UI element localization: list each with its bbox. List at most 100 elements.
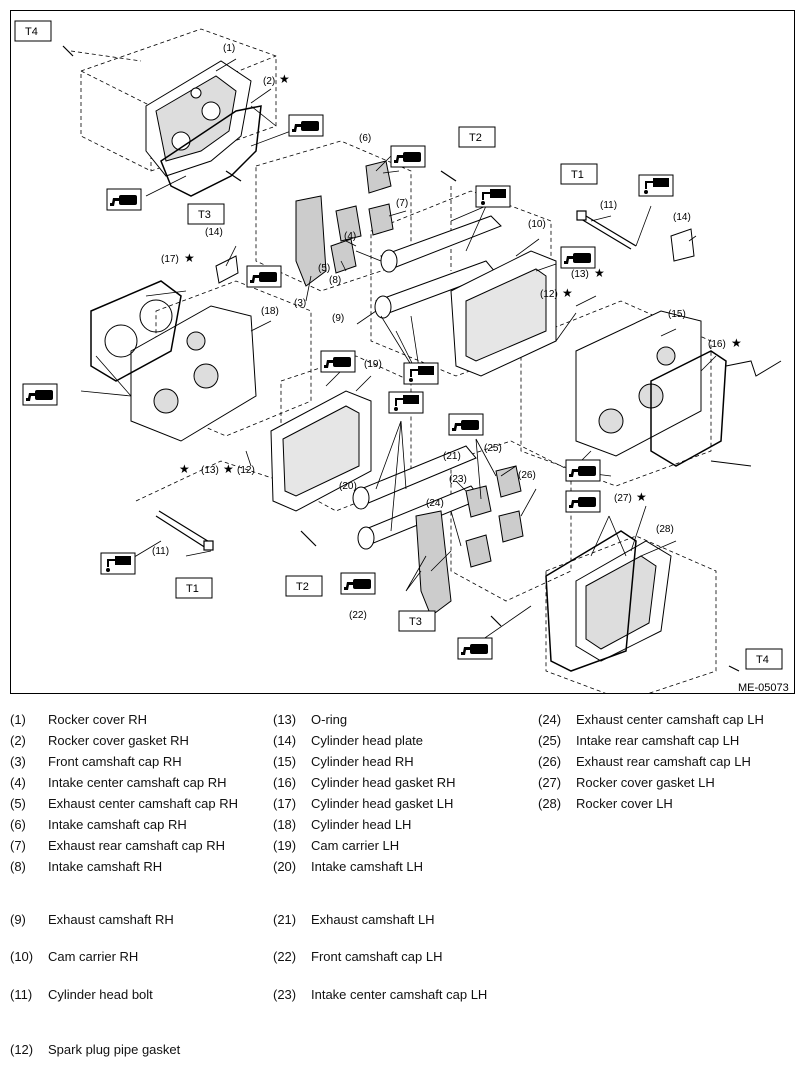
star-mark: ★ — [594, 266, 605, 280]
callout-11: (11) — [152, 546, 169, 557]
rocker-gasket-rh — [160, 105, 262, 197]
legend-text: Exhaust center camshaft cap LH — [576, 712, 764, 727]
edge-lines — [710, 360, 782, 467]
callout-19: (19) — [364, 359, 382, 370]
torque-label-t4: T4 — [756, 654, 769, 666]
legend-number: (18) — [273, 817, 297, 832]
legend-text: Intake center camshaft cap LH — [311, 987, 488, 1002]
callout-20: (20) — [339, 481, 357, 492]
rocker-gasket-lh — [545, 530, 637, 672]
oil-dropper-icon — [403, 362, 439, 385]
callout-24: (24) — [426, 498, 444, 509]
legend-number: (16) — [273, 775, 297, 790]
cylinder-head-gasket-rh — [650, 350, 727, 467]
callout-21: (21) — [443, 451, 461, 462]
legend-text: Exhaust camshaft RH — [48, 912, 174, 927]
legend-text: Rocker cover RH — [48, 712, 147, 727]
callout-13: (13) — [201, 465, 219, 476]
legend-number: (3) — [10, 754, 26, 769]
legend-text: Intake camshaft LH — [311, 859, 423, 874]
oil-can-icon — [340, 572, 376, 595]
star-mark: ★ — [731, 336, 742, 350]
legend-text: Exhaust rear camshaft cap LH — [576, 754, 751, 769]
callout-14: (14) — [673, 212, 691, 223]
figure-id: ME-05073 — [738, 682, 789, 694]
legend-text: Cam carrier RH — [48, 949, 139, 964]
cam-carrier-lh — [270, 390, 372, 512]
callout-12: (12) — [237, 465, 255, 476]
oil-can-icon — [390, 145, 426, 168]
callout-27: (27) — [614, 493, 632, 504]
torque-label-t2: T2 — [469, 132, 482, 144]
torque-label-t3: T3 — [198, 209, 211, 221]
legend-number: (10) — [10, 949, 34, 964]
legend-text: Intake camshaft cap RH — [48, 817, 187, 832]
callout-10: (10) — [528, 219, 546, 230]
legend-number: (12) — [10, 1042, 34, 1057]
legend-text: Cylinder head LH — [311, 817, 412, 832]
legend-number: (15) — [273, 754, 297, 769]
legend-number: (4) — [10, 775, 26, 790]
callout-3: (3) — [294, 298, 306, 309]
star-mark: ★ — [279, 72, 290, 86]
oil-dropper-icon — [388, 391, 424, 414]
legend-text: Front camshaft cap LH — [311, 949, 443, 964]
legend-number: (13) — [273, 712, 297, 727]
callout-23: (23) — [449, 474, 467, 485]
legend-text: Intake center camshaft cap RH — [48, 775, 227, 790]
torque-label-t1: T1 — [186, 583, 199, 595]
legend-number: (20) — [273, 859, 297, 874]
legend-text: O-ring — [311, 712, 348, 727]
callout-16: (16) — [708, 339, 726, 350]
callout-7: (7) — [396, 198, 408, 209]
legend-text: Spark plug pipe gasket — [48, 1042, 181, 1057]
oil-can-icon — [106, 188, 142, 211]
legend-number: (1) — [10, 712, 26, 727]
oil-can-icon — [288, 114, 324, 137]
legend-number: (21) — [273, 912, 297, 927]
oil-dropper-icon — [100, 552, 136, 575]
callout-17: (17) — [161, 254, 179, 265]
callout-9: (9) — [332, 313, 344, 324]
small-bolts — [62, 45, 740, 672]
legend-text: Rocker cover LH — [576, 796, 673, 811]
oil-can-icon — [565, 459, 601, 482]
callout-4: (4) — [344, 231, 356, 242]
oil-can-icon — [457, 637, 493, 660]
cylinder-head-rh — [575, 310, 702, 457]
legend-number: (25) — [538, 733, 562, 748]
callout-26: (26) — [518, 470, 536, 481]
callout-25: (25) — [484, 443, 502, 454]
legend-text: Cylinder head plate — [311, 733, 424, 748]
legend-number: (14) — [273, 733, 297, 748]
legend-number: (26) — [538, 754, 562, 769]
callout-5: (5) — [318, 263, 330, 274]
rocker-cover-lh — [575, 540, 672, 662]
callout-13: (13) — [571, 269, 589, 280]
legend-number: (5) — [10, 796, 26, 811]
legend-number: (11) — [10, 987, 33, 1002]
oil-can-icon — [320, 350, 356, 373]
diagram-frame: T4 T2 T1 T3 T1 T2 T3 T4 (1) (2) ★ (3) (4… — [10, 10, 795, 694]
star-mark: ★ — [223, 462, 234, 476]
legend-number: (19) — [273, 838, 297, 853]
legend-text: Cylinder head bolt — [48, 987, 153, 1002]
legend-text: Exhaust center camshaft cap RH — [48, 796, 239, 811]
legend-text: Cam carrier LH — [311, 838, 400, 853]
camshaft-caps-lh — [415, 465, 524, 617]
legend-text: Cylinder head gasket RH — [311, 775, 456, 790]
legend-number: (6) — [10, 817, 26, 832]
legend-text: Front camshaft cap RH — [48, 754, 182, 769]
legend-number: (22) — [273, 949, 297, 964]
legend-number: (24) — [538, 712, 562, 727]
oil-dropper-icon — [638, 174, 674, 197]
legend-number: (23) — [273, 987, 297, 1002]
star-mark: ★ — [562, 286, 573, 300]
legend-text: Rocker cover gasket RH — [48, 733, 189, 748]
camshafts-rh — [374, 215, 502, 319]
callout-2: (2) — [263, 76, 275, 87]
callout-12: (12) — [540, 289, 558, 300]
cylinder-head-lh — [130, 305, 257, 442]
callout-14: (14) — [205, 227, 223, 238]
torque-label-t2: T2 — [296, 581, 309, 593]
